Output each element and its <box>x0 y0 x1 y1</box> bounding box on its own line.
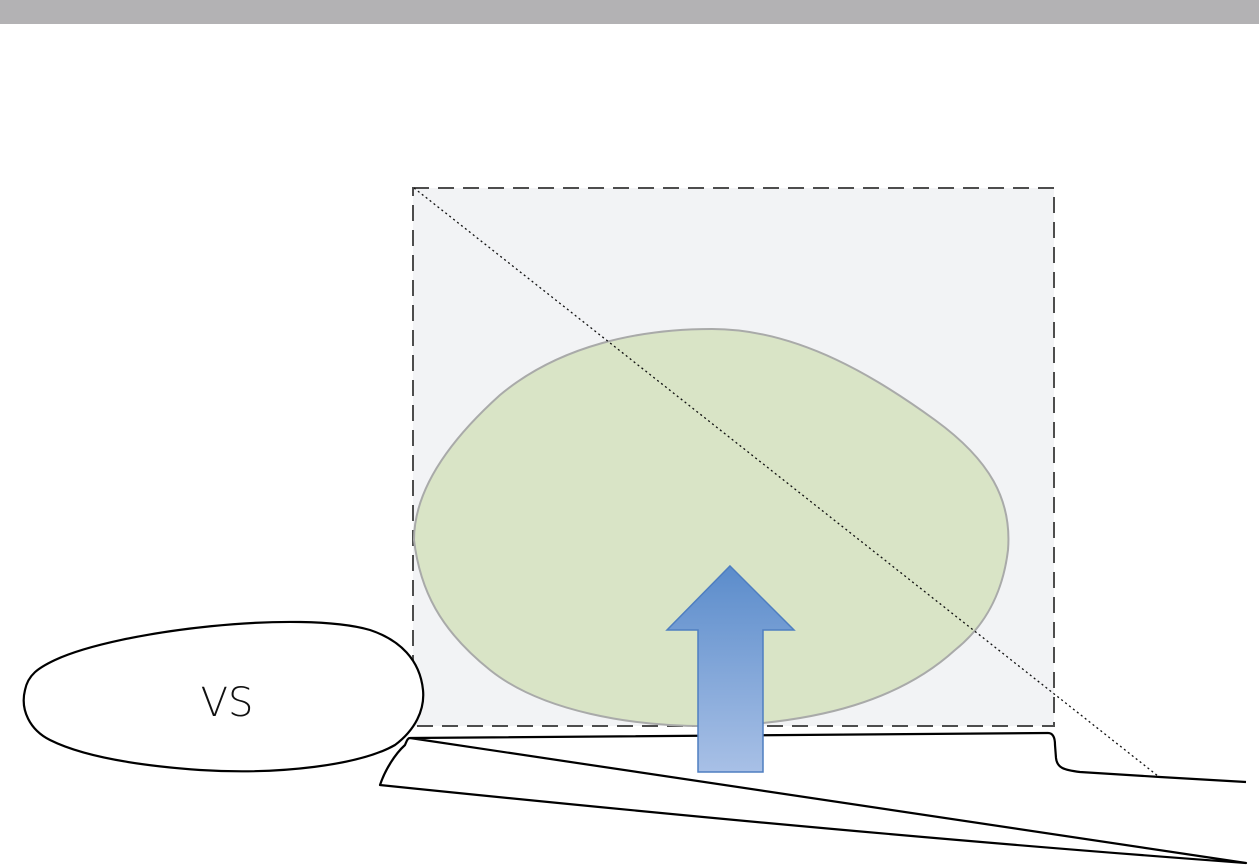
dotted-diagonal-line <box>413 187 1159 777</box>
vs-label: VS <box>201 680 254 726</box>
lower-surface-outline <box>378 731 1248 865</box>
top-bar <box>0 0 1259 24</box>
vs-blob <box>22 620 425 773</box>
up-arrow <box>665 564 796 773</box>
